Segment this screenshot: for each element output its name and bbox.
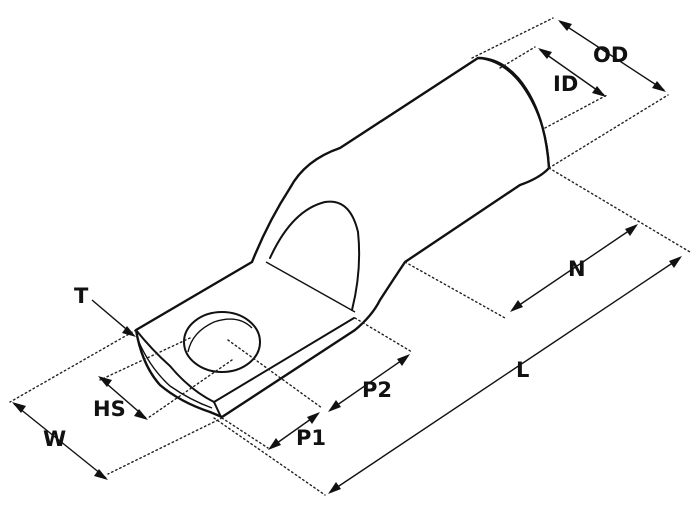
- od-dimension-line: [559, 21, 665, 91]
- label-hs: HS: [93, 397, 126, 421]
- l-dimension-line: [329, 257, 681, 493]
- label-p1: P1: [296, 426, 326, 450]
- label-w: W: [43, 427, 66, 451]
- n-dimension-line: [511, 225, 637, 311]
- barrel-oval-opening: [269, 200, 361, 311]
- stud-hole-outer: [183, 311, 261, 373]
- lug-body: [134, 56, 551, 419]
- palm-front-edge-lower: [137, 339, 213, 409]
- id-dimension-line: [539, 49, 605, 96]
- p2-dimension-line: [329, 355, 409, 411]
- palm-transition-line: [265, 261, 356, 313]
- dimension-lines: [12, 20, 682, 494]
- label-t: T: [74, 284, 89, 308]
- label-n: N: [568, 257, 586, 281]
- palm-bottom-edge: [213, 317, 355, 403]
- w-dimension-line: [13, 403, 107, 479]
- label-id: ID: [553, 72, 578, 96]
- barrel-end-edge: [477, 57, 550, 169]
- label-od: OD: [593, 43, 628, 67]
- stud-hole-inner: [187, 318, 253, 353]
- palm-front-edge: [135, 329, 222, 418]
- dimension-labels: OD ID N L T HS W P1 P2: [43, 43, 628, 451]
- label-l: L: [516, 358, 529, 382]
- extension-lines: [9, 17, 691, 496]
- label-p2: P2: [362, 378, 392, 402]
